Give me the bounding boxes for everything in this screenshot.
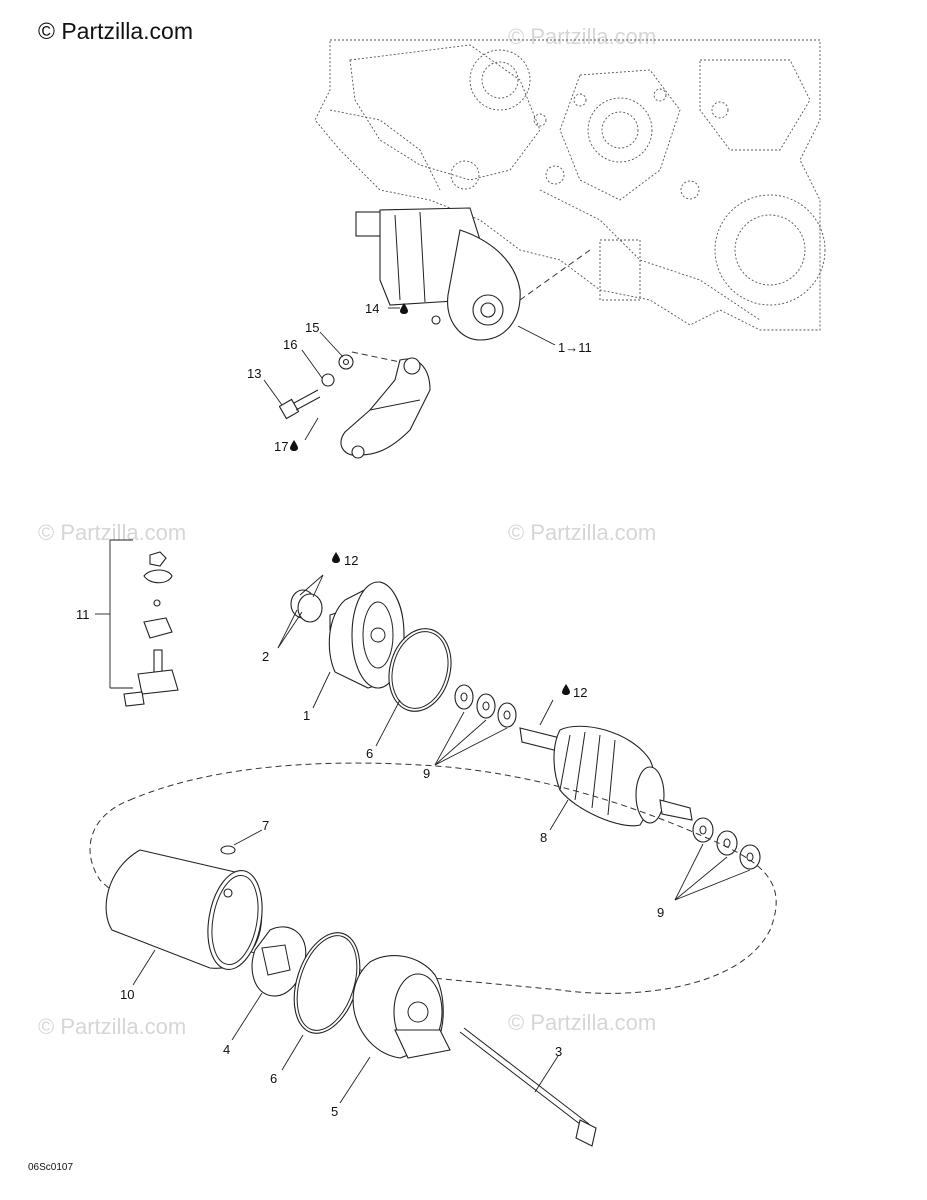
callout-12-lower: 12	[573, 685, 587, 700]
brush-plate-4	[251, 926, 307, 997]
engine-block-outline	[314, 39, 826, 331]
callout-8: 8	[540, 830, 547, 845]
callout-12-upper: 12	[344, 553, 358, 568]
callout-7: 7	[262, 818, 269, 833]
callout-9-lower: 9	[657, 905, 664, 920]
o-ring-6-upper	[388, 628, 452, 712]
yoke-housing-10	[105, 849, 263, 970]
lubricant-drop-icon	[400, 303, 408, 314]
watermark: © Partzilla.com	[38, 520, 186, 545]
watermark: © Partzilla.com	[508, 520, 656, 545]
watermark: © Partzilla.com	[508, 1010, 656, 1035]
callout-4: 4	[223, 1042, 230, 1057]
washer-16	[321, 373, 335, 387]
watermark: © Partzilla.com	[508, 24, 656, 49]
callout-14: 14	[365, 301, 379, 316]
armature-8	[519, 725, 693, 827]
lubricant-drop-icons	[290, 303, 570, 695]
through-bolt-3	[459, 1027, 597, 1147]
gasket-7	[220, 845, 236, 855]
end-cover-5	[352, 955, 451, 1059]
shim-washers-9-lower	[692, 817, 761, 870]
callout-15: 15	[305, 320, 319, 335]
callout-10: 10	[120, 987, 134, 1002]
watermark: © Partzilla.com	[38, 1014, 186, 1039]
callout-13: 13	[247, 366, 261, 381]
diagram-code: 06Sc0107	[28, 1162, 73, 1173]
callout-5: 5	[331, 1104, 338, 1119]
copyright-label: © Partzilla.com	[38, 18, 193, 44]
callout-17: 17	[274, 439, 288, 454]
callout-labels: 1→11 14 15 16 13 17 11 12 2 1 6 9 12 8 7…	[76, 301, 664, 1119]
support-bracket	[340, 351, 431, 459]
bolt-13	[278, 389, 321, 420]
drive-housing-1	[290, 581, 405, 689]
lubricant-drop-icon	[562, 684, 570, 695]
callout-3: 3	[555, 1044, 562, 1059]
callout-16: 16	[283, 337, 297, 352]
watermarks: © Partzilla.com © Partzilla.com © Partzi…	[38, 24, 656, 1039]
callout-2: 2	[262, 649, 269, 664]
callout-6-lower: 6	[270, 1071, 277, 1086]
callout-11: 11	[76, 607, 90, 622]
leader-lines	[132, 307, 751, 1104]
shim-washers-9-upper	[454, 684, 517, 728]
callout-9-upper: 9	[423, 766, 430, 781]
callout-1: 1	[303, 708, 310, 723]
callout-6-upper: 6	[366, 746, 373, 761]
lubricant-drop-icon	[290, 440, 298, 451]
terminal-kit-11	[95, 539, 179, 707]
starter-motor-assembly	[355, 207, 591, 341]
callout-1-11: 1→11	[558, 340, 592, 355]
lubricant-drop-icon	[332, 552, 340, 563]
